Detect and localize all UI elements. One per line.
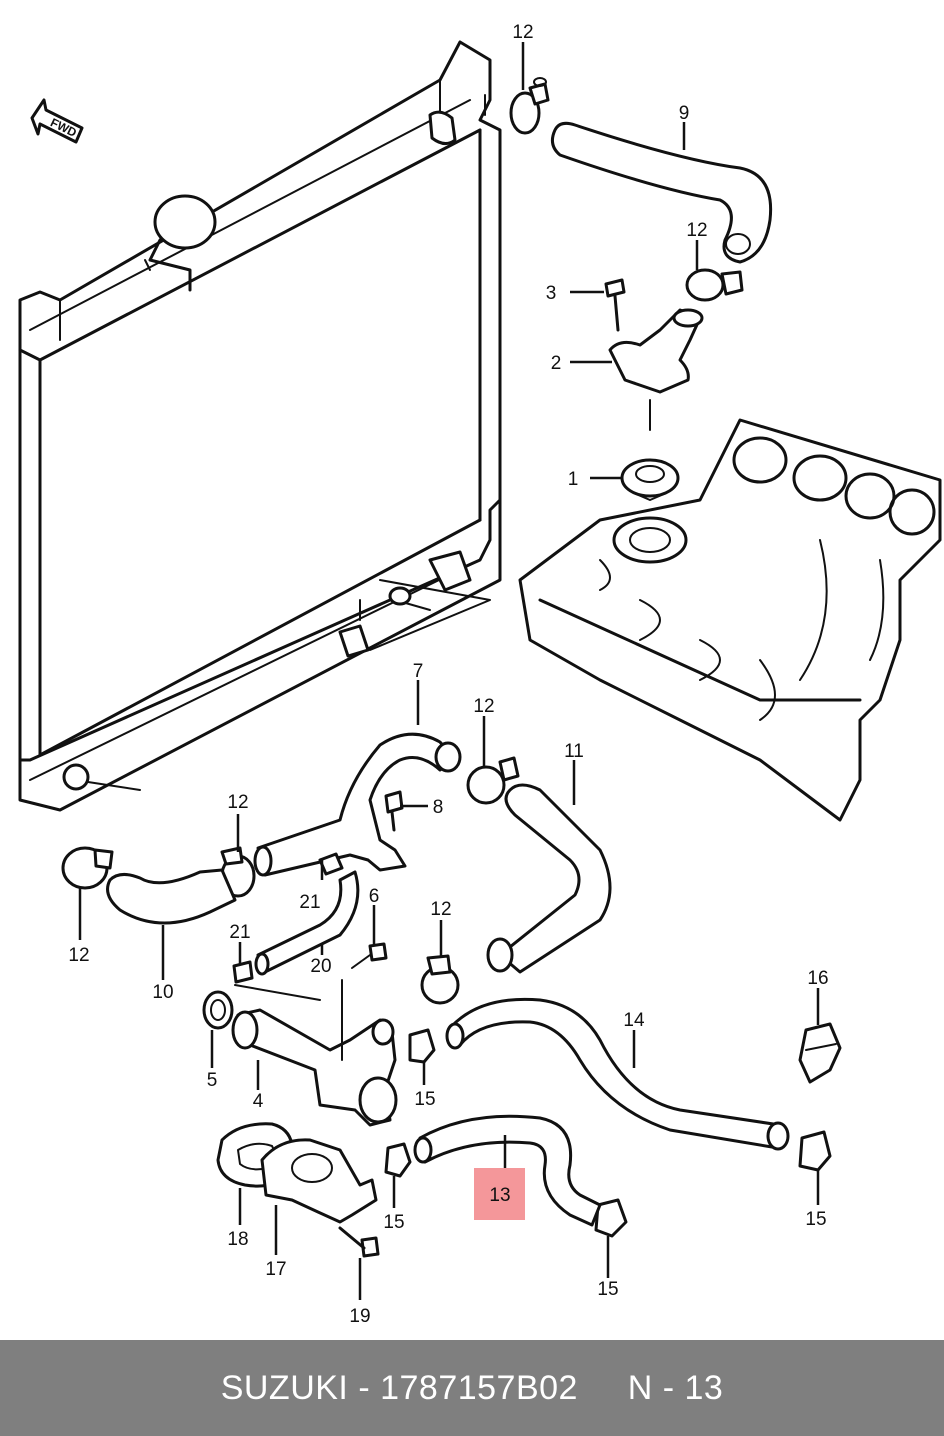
callout-5: 5 xyxy=(207,1070,218,1091)
callout-4: 4 xyxy=(253,1091,264,1112)
callout-20: 20 xyxy=(310,956,331,977)
callout-17: 17 xyxy=(265,1259,286,1280)
clip-15-d xyxy=(594,1198,628,1238)
fwd-arrow-icon: FWD xyxy=(30,98,84,144)
bolt-19 xyxy=(338,1226,380,1258)
hose-20 xyxy=(254,870,360,976)
footer-brand: SUZUKI xyxy=(220,1368,349,1407)
housing-17 xyxy=(260,1138,378,1224)
callout-2: 2 xyxy=(551,353,562,374)
thermostat xyxy=(620,399,680,501)
callout-13: 13 xyxy=(489,1185,510,1206)
callout-8: 8 xyxy=(433,797,444,818)
upper-hose xyxy=(550,121,773,264)
clip-21-lower xyxy=(232,960,254,984)
callout-12: 12 xyxy=(430,899,451,920)
callout-1: 1 xyxy=(568,469,579,490)
callout-11: 11 xyxy=(564,741,584,762)
callout-10: 10 xyxy=(152,982,173,1003)
clamp-12-left xyxy=(61,846,114,890)
engine-manifold xyxy=(518,418,942,822)
footer-separator: - xyxy=(348,1368,381,1407)
callout-15: 15 xyxy=(414,1089,435,1110)
callout-12: 12 xyxy=(68,945,89,966)
callout-12: 12 xyxy=(686,220,707,241)
clamp-12-lower xyxy=(420,954,460,1005)
callout-15: 15 xyxy=(383,1212,404,1233)
callout-15: 15 xyxy=(597,1279,618,1300)
clamp-12-thermostat xyxy=(685,268,744,302)
callout-14: 14 xyxy=(623,1010,645,1031)
radiator xyxy=(18,40,502,812)
callout-7: 7 xyxy=(413,661,424,682)
leader-lines xyxy=(78,42,820,1300)
callout-16: 16 xyxy=(807,968,828,989)
footer-page: N - 13 xyxy=(627,1368,724,1407)
callout-labels: 12 9 12 3 2 1 7 12 11 8 12 12 10 21 20 6… xyxy=(68,22,828,1327)
callout-6: 6 xyxy=(369,886,380,907)
bypass-pipe xyxy=(253,732,462,877)
footer-gap xyxy=(578,1369,628,1408)
thermostat-cap xyxy=(604,278,704,394)
clip-15-a xyxy=(408,1028,436,1064)
callout-21: 21 xyxy=(299,892,320,913)
clip-21-upper xyxy=(318,852,344,876)
callout-15: 15 xyxy=(805,1209,826,1230)
footer-bar: SUZUKI - 1787157B02 N - 13 xyxy=(0,1340,944,1436)
clip-15-b xyxy=(384,1142,412,1178)
clip-15-c xyxy=(798,1130,832,1172)
bolt-6 xyxy=(351,942,388,969)
callout-18: 18 xyxy=(227,1229,248,1250)
callout-9: 9 xyxy=(679,103,690,124)
parts-diagram: FWD xyxy=(18,22,942,1327)
o-ring-5 xyxy=(202,990,234,1030)
callout-12: 12 xyxy=(512,22,533,43)
inlet-pipe xyxy=(231,979,398,1127)
clip-16 xyxy=(798,1022,842,1084)
clamp-12-upper-right xyxy=(466,756,520,805)
diagram-canvas: FWD xyxy=(18,22,942,1327)
callout-21: 21 xyxy=(229,922,250,943)
hose-10 xyxy=(106,868,237,925)
hose-14 xyxy=(445,997,790,1151)
callout-12: 12 xyxy=(473,696,494,717)
clamp-12-top xyxy=(509,77,550,135)
footer-part-number: 1787157B02 xyxy=(380,1368,578,1407)
callout-19: 19 xyxy=(349,1306,370,1327)
highlight-box xyxy=(474,1168,525,1220)
hose-13 xyxy=(413,1114,602,1227)
callout-3: 3 xyxy=(546,283,557,304)
hose-11 xyxy=(486,783,612,974)
callout-12: 12 xyxy=(227,792,248,813)
